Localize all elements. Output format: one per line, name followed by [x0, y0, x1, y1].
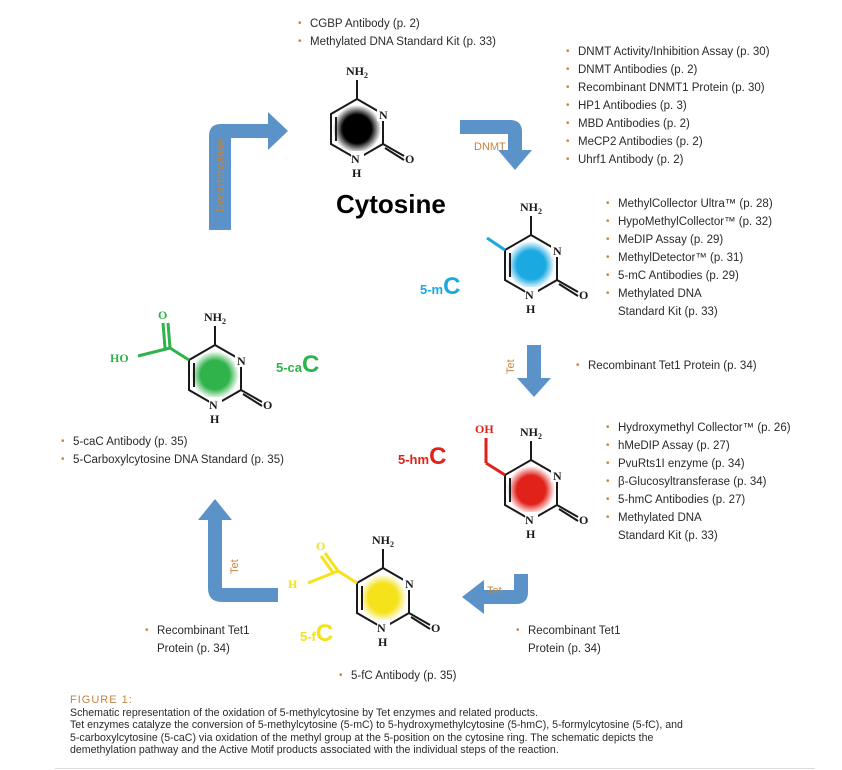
o-atom: O: [405, 152, 414, 166]
tet-up-arrow: [198, 499, 278, 602]
nh2-group: NH2: [204, 310, 226, 326]
list-item[interactable]: Uhrf1 Antibody (p. 2): [563, 151, 770, 169]
5fc-molecule: N N H O NH2 O H 5-fC: [288, 533, 440, 649]
cytosine-label: Cytosine: [336, 189, 446, 219]
caption-line: demethylation pathway and the Active Mot…: [70, 744, 559, 757]
decarboxylase-arrow: [209, 112, 288, 230]
list-item[interactable]: 5-fC Antibody (p. 35): [336, 667, 456, 685]
n-atom: N: [525, 513, 534, 527]
figure-caption: FIGURE 1: Schematic representation of th…: [70, 694, 770, 757]
list-item[interactable]: MethylDetector™ (p. 31): [603, 249, 773, 267]
h-atom: H: [526, 527, 536, 541]
list-item[interactable]: MeDIP Assay (p. 29): [603, 231, 773, 249]
list-item[interactable]: 5-Carboxylcytosine DNA Standard (p. 35): [58, 451, 284, 469]
5mc-products: MethylCollector Ultra™ (p. 28) HypoMethy…: [603, 195, 773, 321]
list-item[interactable]: CGBP Antibody (p. 2): [295, 15, 496, 33]
list-item[interactable]: 5-caC Antibody (p. 35): [58, 433, 284, 451]
figure-title: FIGURE 1:: [70, 694, 133, 706]
caption-line: 5-carboxylcytosine (5-caC) via oxidation…: [70, 731, 654, 744]
list-item[interactable]: MBD Antibodies (p. 2): [563, 115, 770, 133]
decarboxylase-label: Decarboxylase: [215, 139, 227, 212]
5hmc-label: 5-hmC: [398, 443, 446, 470]
5cac-products: 5-caC Antibody (p. 35) 5-Carboxylcytosin…: [58, 433, 284, 469]
ho-group: HO: [110, 351, 129, 365]
list-item[interactable]: PvuRts1I enzyme (p. 34): [603, 455, 791, 473]
nh2-group: NH2: [520, 425, 542, 441]
dnmt-arrow: [460, 120, 532, 170]
cytosine-products: CGBP Antibody (p. 2) Methylated DNA Stan…: [295, 15, 496, 51]
list-item[interactable]: MeCP2 Antibodies (p. 2): [563, 133, 770, 151]
n-atom: N: [351, 152, 360, 166]
h-atom: H: [378, 635, 388, 649]
dnmt-products: DNMT Activity/Inhibition Assay (p. 30) D…: [563, 43, 770, 169]
nh2-group: NH2: [520, 200, 542, 216]
tet-up-label: Tet: [229, 559, 241, 574]
5cac-label: 5-caC: [276, 351, 319, 378]
caption-line: Tet enzymes catalyze the conversion of 5…: [70, 719, 683, 732]
n-atom: N: [379, 108, 388, 122]
tet-left-label: Tet: [487, 585, 502, 597]
o-atom: O: [579, 513, 588, 527]
divider: [55, 768, 815, 769]
list-item[interactable]: Hydroxymethyl Collector™ (p. 26): [603, 419, 791, 437]
n-atom: N: [553, 469, 562, 483]
h-atom: H: [352, 166, 362, 180]
list-item[interactable]: hMeDIP Assay (p. 27): [603, 437, 791, 455]
o-atom: O: [158, 308, 167, 322]
o-atom: O: [316, 539, 325, 553]
5hmc-products: Hydroxymethyl Collector™ (p. 26) hMeDIP …: [603, 419, 791, 545]
list-item[interactable]: MethylCollector Ultra™ (p. 28): [603, 195, 773, 213]
n-atom: N: [237, 354, 246, 368]
list-item[interactable]: DNMT Antibodies (p. 2): [563, 61, 770, 79]
nh2-group: NH2: [346, 64, 368, 80]
list-item[interactable]: 5-hmC Antibodies (p. 27): [603, 491, 791, 509]
o-atom: O: [579, 288, 588, 302]
tet-products: Recombinant Tet1 Protein (p. 34): [573, 357, 757, 375]
o-atom: O: [263, 398, 272, 412]
tet-down-label: Tet: [505, 359, 517, 374]
n-atom: N: [525, 288, 534, 302]
cytosine-molecule: N N H O NH2 Cytosine: [330, 64, 446, 219]
h-atom: H: [210, 412, 220, 426]
5cac-molecule: N N H O NH2 O HO 5-caC: [110, 308, 319, 426]
list-item[interactable]: HP1 Antibodies (p. 3): [563, 97, 770, 115]
list-item[interactable]: Recombinant DNMT1 Protein (p. 30): [563, 79, 770, 97]
h-atom: H: [288, 577, 298, 591]
o-atom: O: [431, 621, 440, 635]
dnmt-label: DNMT: [474, 141, 506, 153]
5mc-label: 5-mC: [420, 273, 460, 300]
5fc-products: 5-fC Antibody (p. 35): [336, 667, 456, 685]
list-item[interactable]: DNMT Activity/Inhibition Assay (p. 30): [563, 43, 770, 61]
5hmc-molecule: N N H O NH2 OH 5-hmC: [398, 422, 588, 541]
n-atom: N: [377, 621, 386, 635]
n-atom: N: [553, 244, 562, 258]
tet-left-arrow: [462, 574, 528, 614]
list-item[interactable]: HypoMethylCollector™ (p. 32): [603, 213, 773, 231]
list-item[interactable]: Recombinant Tet1 Protein (p. 34): [573, 357, 757, 375]
5fc-label: 5-fC: [300, 620, 333, 647]
n-atom: N: [209, 398, 218, 412]
list-item[interactable]: Methylated DNA Standard Kit (p. 33): [295, 33, 496, 51]
5mc-molecule: N N H O NH2 5-mC: [420, 200, 588, 316]
list-item[interactable]: β-Glucosyltransferase (p. 34): [603, 473, 791, 491]
n-atom: N: [405, 577, 414, 591]
oh-group: OH: [475, 422, 494, 436]
tet-down-arrow: [517, 345, 551, 397]
nh2-group: NH2: [372, 533, 394, 549]
list-item[interactable]: 5-mC Antibodies (p. 29): [603, 267, 773, 285]
h-atom: H: [526, 302, 536, 316]
caption-line: Schematic representation of the oxidatio…: [70, 706, 538, 719]
